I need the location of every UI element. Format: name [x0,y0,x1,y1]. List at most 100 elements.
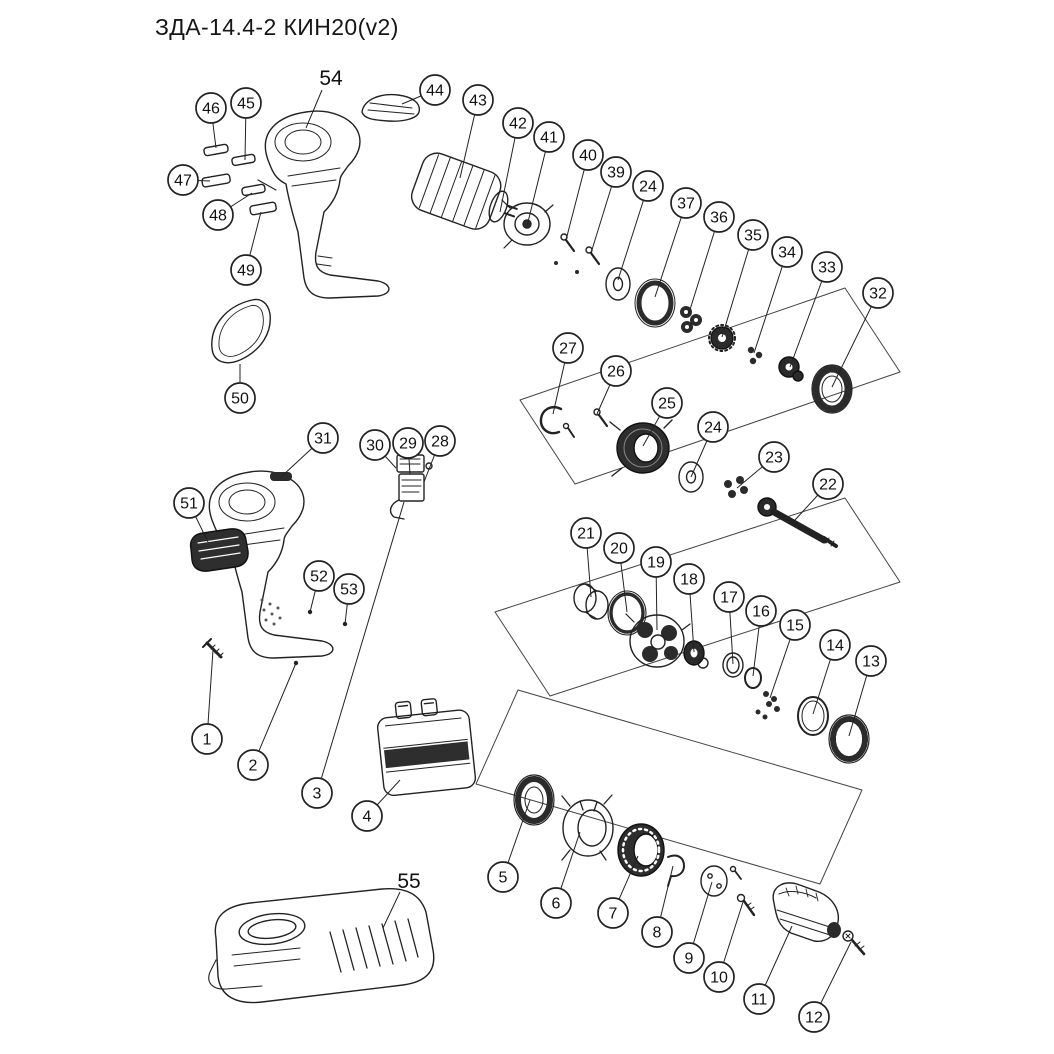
balloon-7: 7 [597,897,629,929]
balloon-11: 11 [743,983,775,1015]
part-charger [208,887,435,1004]
svg-text:6: 6 [552,896,561,913]
gear-group-box-1 [519,287,901,485]
balloon-14: 14 [819,629,851,661]
balloon-30: 30 [359,429,391,461]
balloon-22: 22 [812,468,844,500]
svg-text:34: 34 [778,245,796,262]
balloon-1: 1 [191,723,223,755]
svg-text:2: 2 [249,758,258,775]
balloon-20: 20 [603,532,635,564]
svg-text:48: 48 [209,208,227,225]
balloon-2: 2 [237,749,269,781]
part-switch-assembly [389,454,433,520]
balloon-26: 26 [600,355,632,387]
balloon-35: 35 [737,219,769,251]
leader-line [654,202,687,298]
svg-text:16: 16 [752,604,770,621]
svg-text:28: 28 [431,434,449,451]
balloon-36: 36 [703,201,735,233]
part-retaining-ring-27 [539,405,563,435]
part-gear-33 [778,356,804,382]
svg-text:22: 22 [819,477,837,494]
svg-text:51: 51 [180,496,198,513]
part-ring-37 [634,278,676,328]
svg-text:43: 43 [469,93,487,110]
balloon-47: 47 [167,164,199,196]
svg-text:11: 11 [751,992,768,1009]
svg-text:30: 30 [366,438,384,455]
balloon-43: 43 [462,84,494,116]
gear-group-box-2 [494,497,901,697]
balloon-5: 5 [487,861,519,893]
balloon-37: 37 [670,187,702,219]
svg-text:18: 18 [680,572,698,589]
leader-line [721,234,754,338]
part-pins-34 [747,346,763,365]
balloon-24: 24 [632,170,664,202]
part-screw-1 [202,638,224,659]
part-gearbox-housing-25 [609,419,673,477]
balloon-42: 42 [502,107,534,139]
part-ring-gear-13 [828,714,870,764]
svg-text:10: 10 [710,970,728,987]
svg-text:26: 26 [607,364,625,381]
balloon-27: 27 [552,332,584,364]
balloon-24: 24 [697,411,729,443]
balloon-18: 18 [673,563,705,595]
svg-text:7: 7 [609,906,618,923]
balloon-15: 15 [779,609,811,641]
svg-text:23: 23 [765,450,783,467]
part-strap [211,298,271,364]
part-pins-23 [724,476,748,498]
svg-text:12: 12 [805,1010,823,1027]
svg-text:17: 17 [720,590,738,607]
svg-text:25: 25 [658,396,676,413]
part-gear-35 [708,324,736,352]
svg-text:33: 33 [818,260,836,277]
part-carrier-19 [625,613,691,668]
svg-text:49: 49 [237,263,255,280]
balloon-10: 10 [703,961,735,993]
balloon-41: 41 [533,121,565,153]
balloon-9: 9 [673,942,705,974]
svg-text:19: 19 [647,555,665,572]
part-flange-5 [513,774,555,826]
part-ring-20 [607,590,647,636]
part-gear-18 [683,640,709,669]
svg-text:47: 47 [174,173,192,190]
part-motor-bracket [501,199,554,249]
svg-text:5: 5 [499,870,508,887]
svg-text:52: 52 [310,569,328,586]
svg-text:37: 37 [677,196,695,213]
part-screws-39-40 [554,233,601,274]
balloon-13: 13 [855,645,887,677]
balloon-32: 32 [862,277,894,309]
balloon-8: 8 [641,916,673,948]
part-ring-16 [744,667,762,689]
balloon-17: 17 [713,581,745,613]
leader-line [789,266,828,368]
balloon-46: 46 [195,92,227,124]
part-clutch-housing-6 [561,794,614,861]
svg-text:50: 50 [231,391,249,408]
svg-text:39: 39 [607,165,625,182]
balloon-33: 33 [811,251,843,283]
part-shaft-22 [757,497,838,548]
balloon-21: 21 [570,517,602,549]
part-clip-8 [667,854,685,887]
part-clips [201,143,277,216]
balloon-3: 3 [301,777,333,809]
part-screws-26 [562,408,609,438]
part-screw-10 [736,893,756,917]
svg-text:14: 14 [826,638,844,655]
part-chuck-11 [772,882,841,942]
balloon-44: 44 [419,74,451,106]
part-balls-15 [755,691,780,720]
svg-text:1: 1 [203,732,212,749]
svg-text:8: 8 [653,925,662,942]
svg-text:15: 15 [786,618,804,635]
drill-body-lower [208,470,348,666]
